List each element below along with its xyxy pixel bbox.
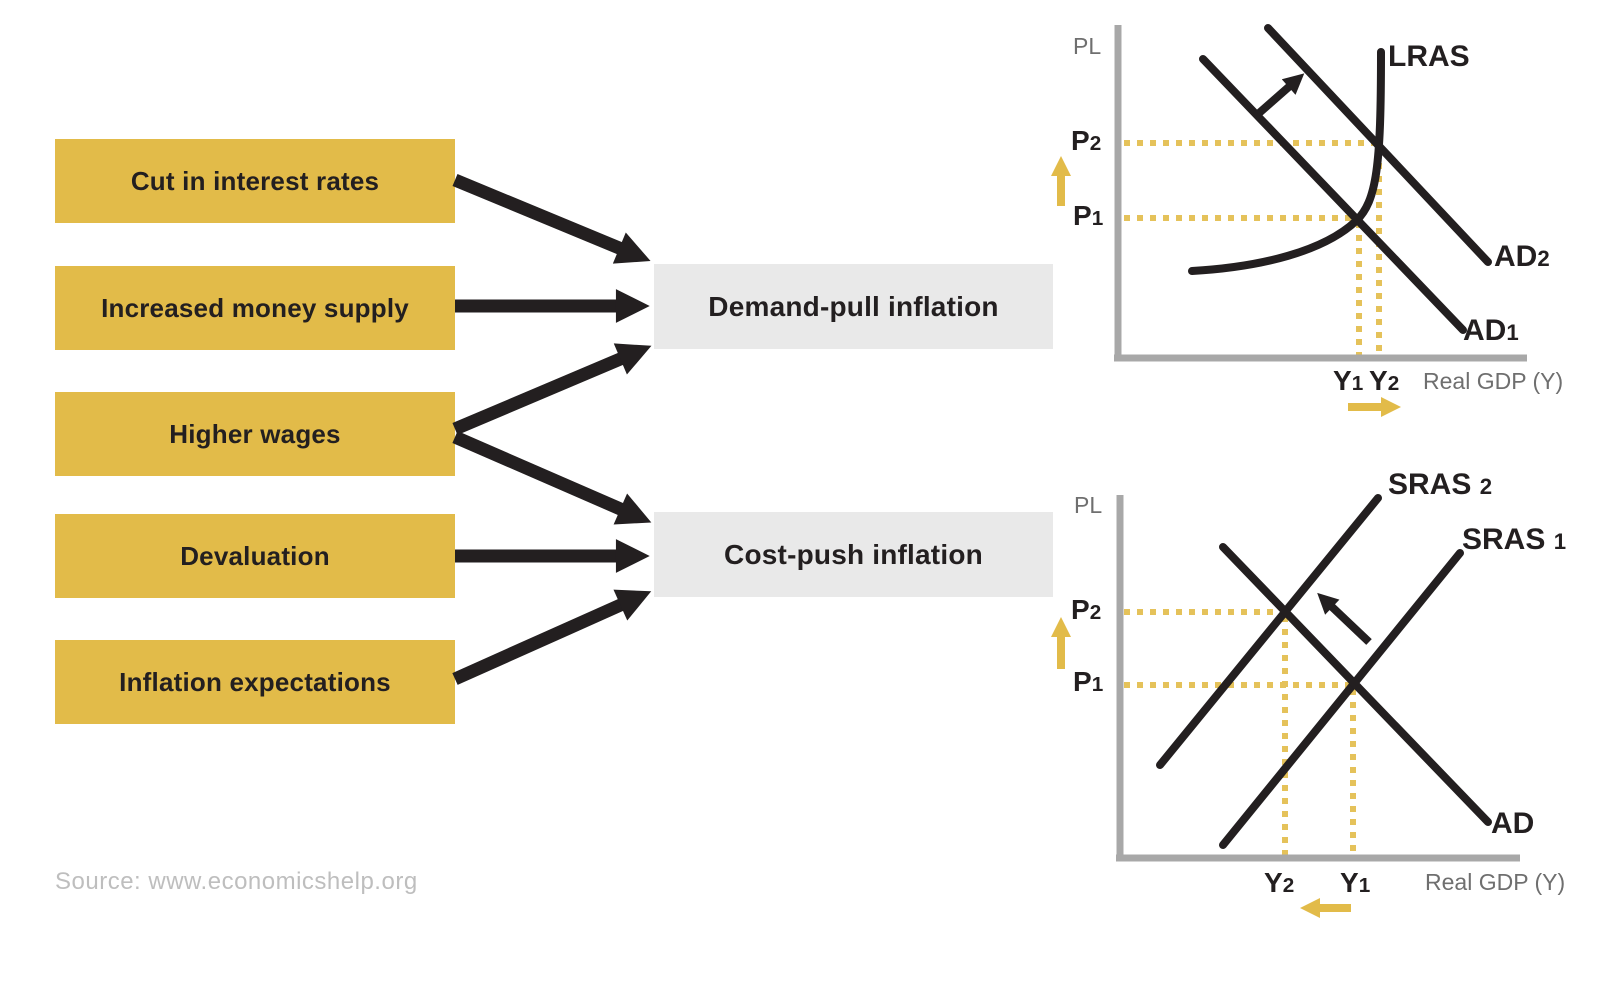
cost-push-graph [1051,494,1520,918]
y2-label-bottom: Y2 [1264,867,1295,898]
p2-label-bottom: P2 [1071,594,1102,625]
cause-box-increased-money-supply: Increased money supply [55,266,455,350]
curves-bottom [1156,494,1492,849]
effect-label: Cost-push inflation [724,538,983,570]
effect-box-cost-push: Cost-push inflation [654,512,1053,597]
dotted-guides-top [1124,140,1382,355]
pl-axis-label-bottom: PL [1074,492,1103,518]
cause-label: Increased money supply [101,292,409,323]
axes-bottom [1116,495,1520,862]
sras2-line [1156,494,1382,769]
axes-top [1114,25,1527,362]
p1-label-bottom: P1 [1073,666,1104,697]
cause-box-devaluation: Devaluation [55,514,455,598]
ad1-label: AD1 [1463,314,1519,347]
source-credit: Source: www.economicshelp.org [55,868,418,895]
connector-arrows [452,173,652,685]
x-axis-label-top: Real GDP (Y) [1423,368,1564,394]
y2-label-top: Y2 [1369,365,1400,396]
y1-label-top: Y1 [1333,365,1364,396]
cause-box-higher-wages: Higher wages [55,392,455,476]
cause-label: Cut in interest rates [130,165,380,196]
sras1-label: SRAS 1 [1462,523,1567,556]
ad2-line [1264,24,1492,266]
arrow-expectations-to-cost [452,589,652,685]
ad1-line [1199,55,1467,334]
gold-arrows-top [1051,156,1401,417]
effect-label: Demand-pull inflation [708,290,999,322]
ad-label-bottom: AD [1491,807,1535,840]
ad-shift-arrow [1255,73,1305,118]
cause-label: Inflation expectations [119,666,391,697]
cause-label: Devaluation [180,540,330,571]
ad-line [1219,543,1492,826]
sras1-line [1219,549,1464,849]
effect-box-demand-pull: Demand-pull inflation [654,264,1053,349]
x-axis-label-bottom: Real GDP (Y) [1425,869,1566,895]
demand-pull-graph [1051,24,1527,417]
gold-arrows-bottom [1051,617,1351,918]
lras-label: LRAS [1388,40,1470,73]
arrow-wages-to-cost [452,431,652,525]
ad2-label: AD2 [1494,240,1550,273]
cause-box-cut-interest-rates: Cut in interest rates [55,139,455,223]
sras-shift-arrow [1317,592,1372,645]
cause-label: Higher wages [169,418,341,449]
cause-box-inflation-expectations: Inflation expectations [55,640,455,724]
arrow-interest-to-demand [452,173,651,264]
pl-axis-label-top: PL [1073,33,1102,59]
p1-label-top: P1 [1073,200,1104,231]
dotted-guides-bottom [1124,609,1356,855]
sras2-label: SRAS 2 [1388,468,1493,501]
arrow-wages-to-demand [452,343,652,435]
curves-top [1188,24,1492,334]
p2-label-top: P2 [1071,125,1102,156]
y1-label-bottom: Y1 [1340,867,1371,898]
